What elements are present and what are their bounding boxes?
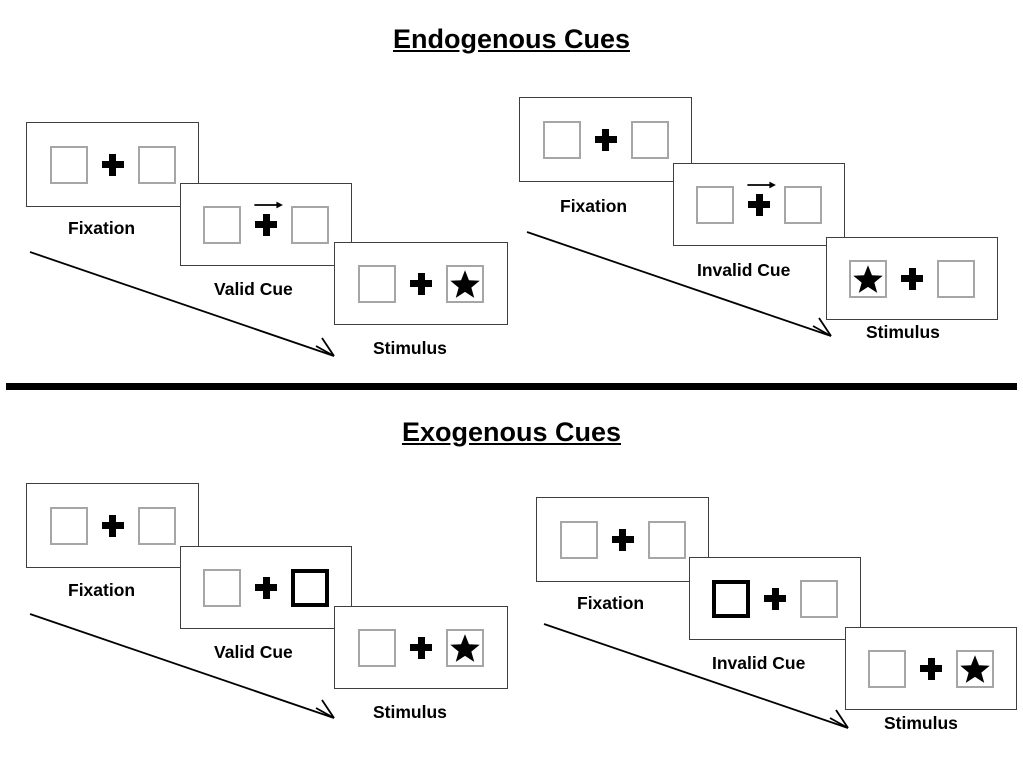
panel-content xyxy=(358,264,484,303)
panel-endogenous-valid-stimulus xyxy=(334,242,508,325)
section-title-endogenous: Endogenous Cues xyxy=(392,24,630,54)
section-title-exogenous: Exogenous Cues xyxy=(401,417,622,447)
right-box xyxy=(137,145,176,184)
stage-caption-fixation: Fixation xyxy=(577,593,645,613)
timeline-arrow-icon xyxy=(526,231,832,337)
plus-icon xyxy=(594,128,617,151)
star-icon xyxy=(853,264,883,293)
right-box-with-stimulus xyxy=(446,264,484,303)
plus-icon xyxy=(901,267,923,290)
panel-content xyxy=(358,628,484,667)
left-box xyxy=(868,649,906,688)
stage-caption-valid-cue: Valid Cue xyxy=(214,642,293,662)
right-box xyxy=(784,185,822,224)
right-box xyxy=(647,520,686,559)
left-box-with-stimulus xyxy=(849,259,887,298)
panel-endogenous-valid-cue xyxy=(180,183,352,266)
panel-exogenous-invalid-cue xyxy=(689,557,861,640)
plus-icon xyxy=(920,657,942,680)
star-icon xyxy=(450,633,480,662)
panel-content xyxy=(868,649,994,688)
panel-endogenous-invalid-stimulus xyxy=(826,237,998,320)
plus-icon xyxy=(101,514,124,537)
left-box xyxy=(542,120,581,159)
stage-caption-fixation: Fixation xyxy=(68,218,136,238)
left-box xyxy=(696,185,734,224)
panel-endogenous-valid-fixation xyxy=(26,122,199,207)
star-icon xyxy=(960,654,990,683)
left-box xyxy=(203,568,241,607)
panel-exogenous-valid-cue xyxy=(180,546,352,629)
plus-icon xyxy=(410,636,432,659)
right-box-with-stimulus xyxy=(446,628,484,667)
stage-caption-fixation: Fixation xyxy=(560,196,628,216)
plus-icon xyxy=(255,576,277,599)
panel-content xyxy=(49,145,176,184)
star-icon xyxy=(450,269,480,298)
panel-exogenous-invalid-fixation xyxy=(536,497,709,582)
panel-content xyxy=(203,568,329,607)
stage-caption-stimulus: Stimulus xyxy=(373,338,447,358)
left-box xyxy=(203,205,241,244)
right-box-cued xyxy=(291,568,329,607)
panel-exogenous-valid-fixation xyxy=(26,483,199,568)
panel-endogenous-invalid-fixation xyxy=(519,97,692,182)
stage-caption-fixation: Fixation xyxy=(68,580,136,600)
panel-exogenous-invalid-stimulus xyxy=(845,627,1017,710)
stage-caption-stimulus: Stimulus xyxy=(866,322,940,342)
stage-caption-invalid-cue: Invalid Cue xyxy=(712,653,806,673)
plus-icon xyxy=(410,272,432,295)
plus-icon xyxy=(611,528,634,551)
left-box xyxy=(358,264,396,303)
right-box xyxy=(291,205,329,244)
right-box xyxy=(630,120,669,159)
timeline-arrow-icon xyxy=(29,251,335,357)
right-box xyxy=(137,506,176,545)
left-box xyxy=(358,628,396,667)
section-divider xyxy=(6,383,1017,390)
stage-caption-stimulus: Stimulus xyxy=(373,702,447,722)
panel-content xyxy=(849,259,975,298)
plus-icon xyxy=(254,201,283,236)
panel-exogenous-valid-stimulus xyxy=(334,606,508,689)
arrow-right-icon xyxy=(747,181,776,188)
right-box-with-stimulus xyxy=(956,649,994,688)
left-box xyxy=(49,145,88,184)
left-box xyxy=(49,506,88,545)
panel-content xyxy=(559,520,686,559)
panel-content xyxy=(542,120,669,159)
left-box xyxy=(559,520,598,559)
plus-icon xyxy=(747,181,776,216)
left-box-cued xyxy=(712,579,750,618)
panel-content xyxy=(49,506,176,545)
plus-icon xyxy=(101,153,124,176)
right-box xyxy=(937,259,975,298)
panel-content xyxy=(203,201,329,244)
plus-icon xyxy=(764,587,786,610)
arrow-right-icon xyxy=(254,201,283,208)
panel-content xyxy=(696,181,822,224)
stage-caption-valid-cue: Valid Cue xyxy=(214,279,293,299)
stage-caption-invalid-cue: Invalid Cue xyxy=(697,260,791,280)
panel-endogenous-invalid-cue xyxy=(673,163,845,246)
panel-content xyxy=(712,579,838,618)
right-box xyxy=(800,579,838,618)
stage-caption-stimulus: Stimulus xyxy=(884,713,958,733)
